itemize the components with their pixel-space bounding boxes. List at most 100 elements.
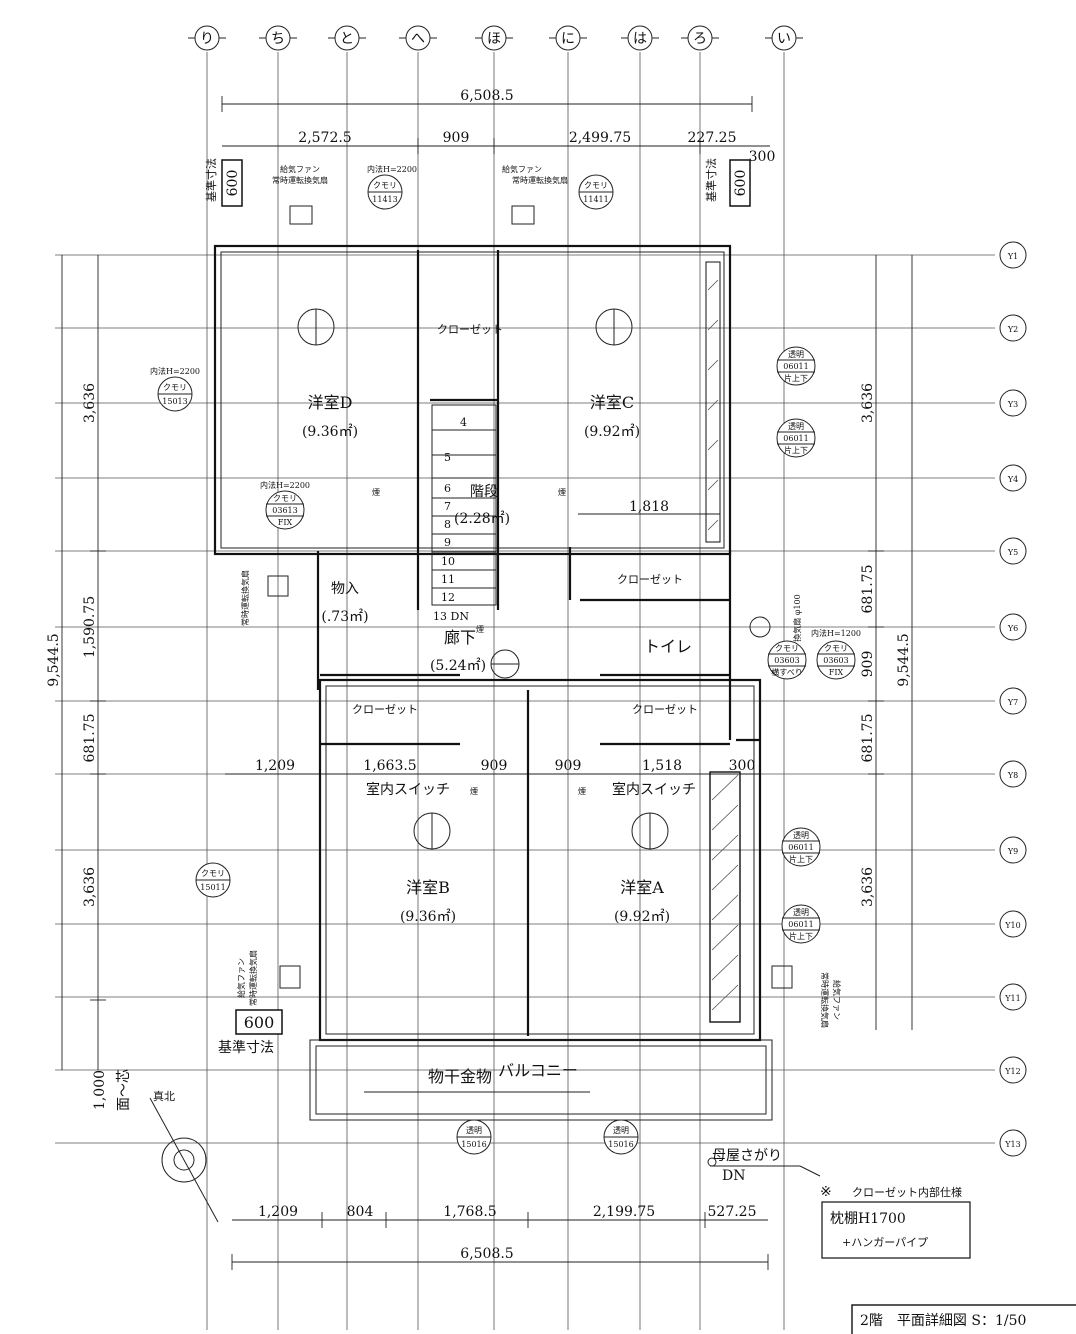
svg-text:内法H=2200: 内法H=2200 — [367, 164, 417, 174]
svg-text:クモリ: クモリ — [584, 181, 608, 190]
svg-text:内法H=1200: 内法H=1200 — [811, 628, 861, 638]
sill-height-notes: 内法H=2200 内法H=2200 内法H=2200 内法H=1200 — [150, 164, 861, 638]
column-bubble: と — [328, 25, 366, 51]
storage-area: (.73㎡) — [321, 609, 368, 625]
svg-text:枕棚H1700: 枕棚H1700 — [830, 1211, 906, 1227]
stairs-area: (2.28㎡) — [454, 511, 510, 527]
row-bubble: Y4 — [999, 464, 1027, 492]
svg-text:11411: 11411 — [583, 195, 608, 204]
room-b-name: 洋室B — [406, 878, 450, 897]
svg-text:バルコニー: バルコニー — [498, 1061, 578, 1080]
room-b-area: (9.36㎡) — [400, 909, 456, 925]
ceiling-fixtures — [297, 308, 669, 850]
row-bubble: Y10 — [999, 910, 1027, 938]
left-dimensions: 9,544.5 3,636 1,590.75 681.75 3,636 1,00… — [46, 255, 132, 1111]
svg-text:基準寸法: 基準寸法 — [704, 158, 718, 202]
svg-text:内法H=2200: 内法H=2200 — [150, 366, 200, 376]
row-bubble: Y12 — [999, 1056, 1027, 1084]
svg-text:9,544.5: 9,544.5 — [896, 633, 912, 686]
svg-text:は: は — [633, 31, 647, 47]
svg-text:9: 9 — [444, 536, 451, 549]
svg-text:Y2: Y2 — [1007, 325, 1018, 334]
svg-text:常時運転換気扇: 常時運転換気扇 — [248, 950, 258, 1006]
svg-text:681.75: 681.75 — [860, 714, 876, 763]
svg-text:2,499.75: 2,499.75 — [569, 130, 631, 146]
window-tag: クモリ 11411 — [578, 174, 614, 210]
column-bubble: へ — [399, 25, 437, 51]
svg-text:1,768.5: 1,768.5 — [443, 1204, 496, 1220]
window-tag: クモリ 15013 — [157, 376, 193, 412]
svg-text:1,818: 1,818 — [629, 499, 669, 515]
column-bubble: い — [765, 25, 803, 51]
title-block: 2階 平面詳細図 S：1/50 — [851, 1304, 1076, 1334]
column-bubble: は — [621, 25, 659, 51]
svg-text:片上下: 片上下 — [784, 445, 808, 455]
svg-text:に: に — [561, 31, 575, 47]
svg-text:Y4: Y4 — [1007, 475, 1018, 484]
svg-text:909: 909 — [443, 130, 470, 146]
bottom-dimensions: 1,209 804 1,768.5 2,199.75 527.25 6,508.… — [231, 1204, 769, 1270]
row-bubble: Y6 — [999, 613, 1027, 641]
svg-text:基準寸法: 基準寸法 — [218, 1039, 274, 1056]
svg-text:600: 600 — [733, 170, 749, 197]
room-a-name: 洋室A — [620, 878, 664, 897]
svg-text:母屋さがり: 母屋さがり — [712, 1148, 782, 1164]
room-labels: 洋室D (9.36㎡) 洋室C (9.92㎡) 洋室B (9.36㎡) 洋室A … — [302, 393, 692, 925]
svg-text:へ: へ — [411, 31, 425, 47]
room-a-area: (9.92㎡) — [614, 909, 670, 925]
svg-text:06011: 06011 — [783, 362, 808, 371]
svg-text:片上下: 片上下 — [784, 373, 808, 383]
svg-text:クローゼット: クローゼット — [632, 703, 698, 716]
svg-text:15016: 15016 — [461, 1140, 486, 1149]
svg-text:給気ファン: 給気ファン — [832, 980, 842, 1020]
svg-text:681.75: 681.75 — [82, 714, 98, 763]
mid-dimensions: 1,209 1,663.5 909 909 1,518 300 1,818 — [225, 499, 760, 775]
svg-text:クローゼット: クローゼット — [352, 703, 418, 716]
svg-text:1,209: 1,209 — [258, 1204, 298, 1220]
svg-text:透明: 透明 — [613, 1126, 629, 1135]
column-bubble: ち — [259, 25, 297, 51]
svg-text:15013: 15013 — [162, 397, 187, 406]
svg-text:給気ファン: 給気ファン — [280, 164, 320, 174]
svg-text:クモリ: クモリ — [201, 869, 225, 878]
svg-text:Y3: Y3 — [1007, 400, 1018, 409]
svg-text:ほ: ほ — [487, 31, 501, 47]
row-bubble: Y11 — [999, 983, 1027, 1011]
svg-text:ち: ち — [271, 31, 285, 47]
svg-text:Y1: Y1 — [1007, 252, 1018, 261]
grid-horizontal — [55, 254, 995, 1144]
room-d-name: 洋室D — [308, 393, 353, 412]
hall-name: 廊下 — [444, 628, 476, 647]
svg-text:8: 8 — [444, 518, 451, 531]
fan-icon — [511, 205, 535, 225]
svg-text:11: 11 — [441, 573, 455, 586]
toilet-name: トイレ — [644, 637, 692, 656]
compass-icon — [161, 1137, 207, 1183]
svg-text:6: 6 — [444, 482, 451, 495]
storage-name: 物入 — [331, 581, 359, 597]
svg-text:内法H=2200: 内法H=2200 — [260, 480, 310, 490]
svg-text:1,518: 1,518 — [642, 758, 682, 774]
svg-text:FIX: FIX — [278, 518, 293, 527]
svg-text:06011: 06011 — [788, 920, 813, 929]
svg-text:物干金物: 物干金物 — [428, 1067, 492, 1086]
row-bubble: Y5 — [999, 537, 1027, 565]
svg-text:6,508.5: 6,508.5 — [460, 1246, 513, 1262]
svg-text:クローゼット: クローゼット — [617, 573, 683, 586]
svg-text:2階 平面詳細図 S：1/50: 2階 平面詳細図 S：1/50 — [860, 1313, 1026, 1329]
svg-text:り: り — [200, 31, 214, 47]
svg-text:300: 300 — [749, 149, 776, 165]
wall-hatching — [707, 279, 739, 1011]
svg-text:クモリ: クモリ — [163, 383, 187, 392]
svg-text:真北: 真北 — [153, 1089, 175, 1103]
closet-labels: クローゼット クローゼット クローゼット クローゼット — [352, 323, 698, 716]
row-labels: Y1 Y2 Y3 Y4 Y5 Y6 Y7 Y8 Y9 Y10 Y11 Y12 Y… — [999, 241, 1027, 1157]
row-bubble: Y1 — [999, 241, 1027, 269]
column-bubble: り — [188, 25, 226, 51]
